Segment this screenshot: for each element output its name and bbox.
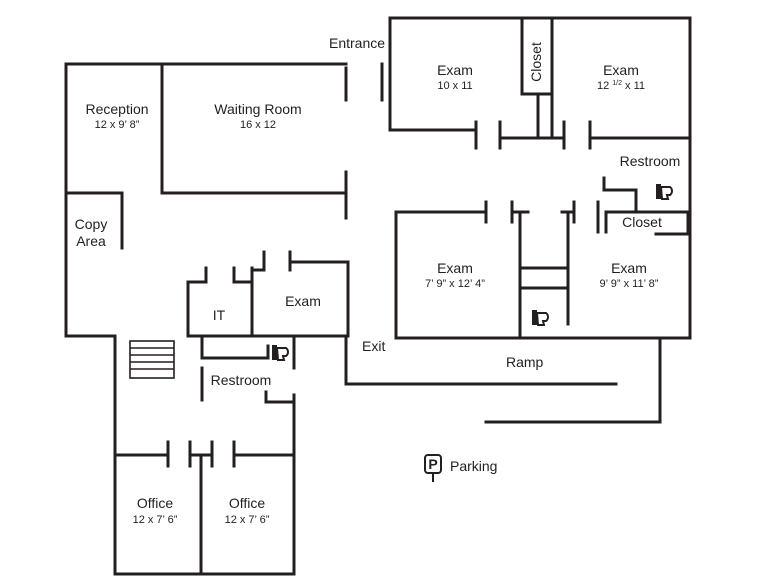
room-exam-top-left-name: Exam [437,62,473,78]
closet-top-label: Closet [528,42,544,82]
room-exam-top-right-name: Exam [603,62,639,78]
size-part-a: 12 [597,80,612,92]
parking-label: Parking [450,458,497,474]
room-exam-top-right-size: 12 1/2 x 11 [597,80,645,92]
room-exam-mid-right-size: 9’ 9” x 11’ 8” [600,278,659,290]
toilet-icon [532,310,549,326]
closet-right-label: Closet [622,214,662,230]
toilet-icon [272,345,289,361]
copy-area-line2: Area [76,233,106,249]
room-exam-mid-left-name: Exam [437,260,473,276]
room-it-label: IT [213,307,226,323]
restroom-left-label: Restroom [211,372,272,388]
room-office-right-size: 12 x 7’ 6” [225,514,270,526]
room-reception-name: Reception [85,101,148,117]
size-fraction: 1/2 [612,80,622,87]
room-waiting-name: Waiting Room [214,101,301,117]
room-exam-mid-left-size: 7’ 9” x 12’ 4” [425,278,485,290]
room-waiting-size: 16 x 12 [240,119,276,131]
right-building-walls [380,16,692,424]
exit-label: Exit [362,338,385,354]
room-reception-size: 12 x 9’ 8” [95,119,140,131]
entrance-label: Entrance [329,35,385,51]
left-building-walls [64,62,618,576]
parking-sign-letter: P [428,456,437,472]
ramp-label: Ramp [506,354,544,370]
size-part-b: x 11 [622,80,645,92]
room-office-left-name: Office [137,495,174,511]
room-exam-mid-right-name: Exam [611,260,647,276]
room-exam-small-name: Exam [285,293,321,309]
room-exam-top-left-size: 10 x 11 [437,80,472,92]
parking-sign-icon: P [424,454,442,482]
restroom-right-label: Restroom [620,153,681,169]
toilet-icon [656,184,673,200]
stairs-icon [129,340,175,379]
copy-area-line1: Copy [75,216,108,232]
room-office-right-name: Office [229,495,266,511]
room-office-left-size: 12 x 7’ 6” [133,514,178,526]
